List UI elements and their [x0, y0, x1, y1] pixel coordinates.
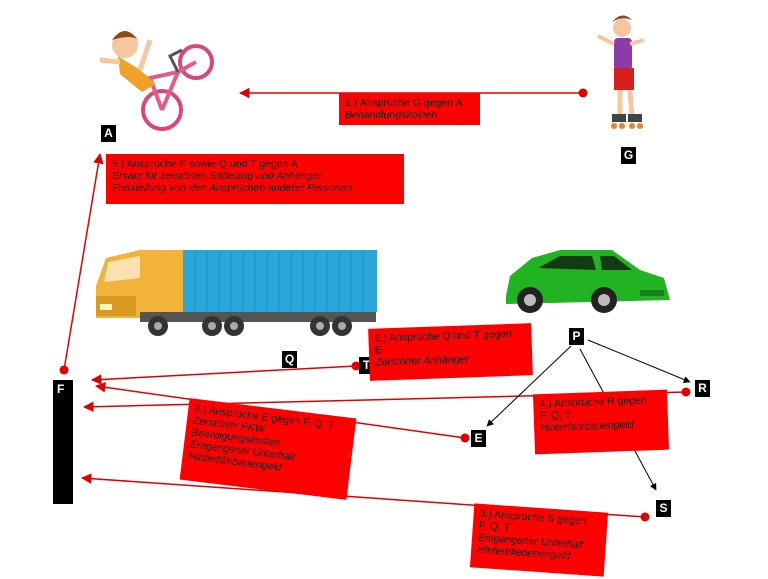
arrow-t-to-f [90, 361, 361, 385]
claim-box-1: 1.) Ansprüche G gegen A Behandlungskoste… [339, 93, 480, 125]
claim-1-detail: Behandlungskosten [345, 109, 438, 121]
claim-box-6: 6.) Ansprüche Q und T gegen E Zerstörter… [368, 323, 533, 381]
node-r: R [695, 380, 710, 397]
node-g: G [621, 147, 636, 164]
truck-icon [96, 250, 377, 336]
arrow-p-to-e [486, 345, 572, 427]
claim-box-3: 3.) Ansprüche S gegen F, Q, T Entgangene… [469, 503, 609, 577]
node-q: Q [282, 351, 297, 368]
car-icon [506, 250, 670, 313]
node-f: F [53, 380, 73, 504]
claim-5-title: 5.) Ansprüche F sowie Q und T gegen A [112, 158, 298, 170]
inline-skater-icon [597, 15, 645, 129]
claim-5-detail-2: Freistellung von den Ansprüchen anderer … [112, 182, 353, 194]
claim-5-detail-1: Ersatz für zerstörten Sattelzug und Anhä… [112, 170, 322, 182]
node-s: S [656, 500, 671, 517]
arrow-f-to-a [59, 152, 104, 375]
node-e: E [471, 430, 486, 447]
claim-box-5: 5.) Ansprüche F sowie Q und T gegen A Er… [106, 154, 404, 204]
claim-1-title: 1.) Ansprüche G gegen A [345, 97, 463, 109]
node-a: A [101, 125, 116, 142]
cyclist-fall-icon [99, 31, 214, 131]
arrow-p-to-r [587, 339, 691, 383]
node-p: P [569, 328, 584, 345]
claim-box-4: 4.) Ansprüche R gegen F, Q, T Hinterblie… [532, 389, 670, 455]
